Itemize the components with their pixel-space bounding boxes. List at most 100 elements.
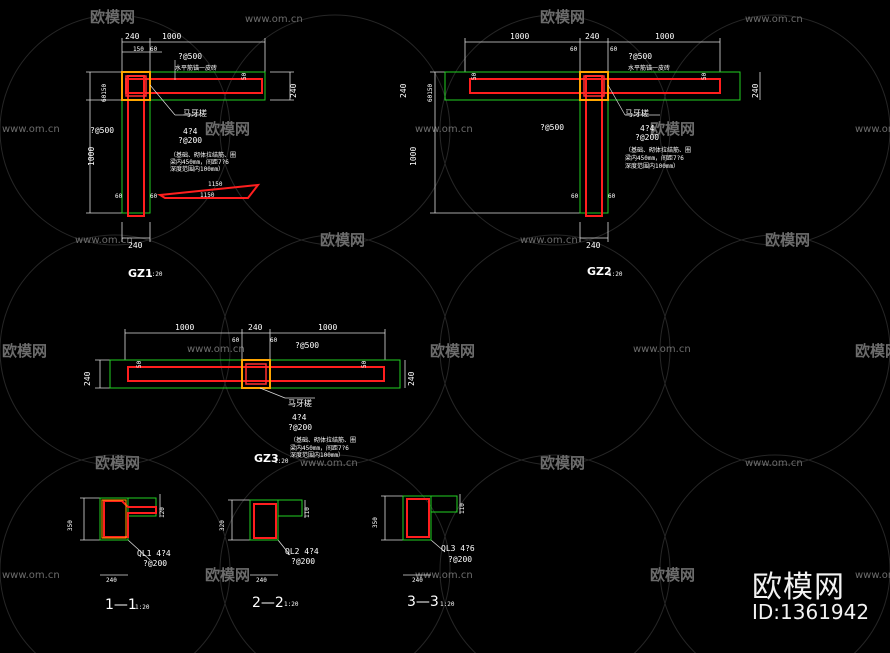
gz1-note1: （基础、砌体拉结筋、圈 — [170, 151, 236, 159]
watermark-url: www.om.cn — [855, 570, 890, 581]
gz1-note3: 深度范围内100mm） — [170, 165, 224, 173]
gz1-title: GZ1 — [128, 267, 153, 280]
gz3-dim-60-a: 60 — [232, 337, 240, 344]
gz2-dim-60-d: 60 — [608, 193, 616, 200]
gz1-side-500: ?@500 — [90, 126, 114, 135]
gz3-note2: 梁内450mm，间距7?6 — [290, 444, 349, 452]
corner-brand-logo: 欧模网 — [752, 570, 845, 605]
gz2-dim-240: 240 — [585, 32, 600, 41]
gz1-dim-240-r: 240 — [289, 83, 298, 98]
gz1-dim-240: 240 — [125, 32, 140, 41]
watermark-brand: 欧模网 — [95, 454, 140, 472]
gz1-detail: 1000 240 150 60 ?@500 水平筋锚一皮砖 马牙槎 4?4 ?@… — [86, 32, 298, 280]
gz2-dim-60150: 60150 — [427, 84, 434, 102]
gz3-note3: 深度范围内100mm） — [290, 451, 344, 459]
gz2-title: GZ2 — [587, 265, 612, 278]
gz3-dim-60-b: 60 — [270, 337, 278, 344]
gz2-dim-240-r: 240 — [751, 83, 760, 98]
watermark-url: www.om.cn — [415, 570, 473, 581]
gz3-dim-1000-b: 1000 — [318, 323, 337, 332]
gz3-title: GZ3 — [254, 452, 279, 465]
watermark-brand: 欧模网 — [540, 8, 585, 26]
watermark-brand: 欧模网 — [650, 566, 695, 584]
ql2-stirrup: ?@200 — [291, 557, 315, 566]
gz1-dim-60-a: 60 — [115, 193, 123, 200]
gz3-detail: 1000 240 1000 60 60 ?@500 马牙槎 4?4 ?@200 … — [83, 323, 416, 465]
ql3-label: QL3 4?6 — [441, 544, 475, 553]
gz3-dim-240-l: 240 — [83, 371, 92, 386]
gz3-horse-tooth: 马牙槎 — [288, 398, 312, 408]
watermark-brand: 欧模网 — [90, 8, 135, 26]
gz1-dim-150: 150 — [133, 46, 144, 53]
watermark-brand: 欧模网 — [765, 231, 810, 249]
watermark-url: www.om.cn — [2, 124, 60, 135]
gz1-fence-note: 水平筋锚一皮砖 — [175, 64, 217, 72]
gz2-fence-note: 水平筋锚一皮砖 — [628, 64, 670, 72]
s1-dim-240: 240 — [106, 577, 117, 584]
s1-dim-350: 350 — [67, 520, 74, 531]
s3-scale: 1:20 — [440, 601, 455, 608]
ql3-stirrup: ?@200 — [448, 555, 472, 564]
s3-title: 3—3 — [407, 594, 439, 610]
gz2-spacing-500: ?@500 — [628, 52, 652, 61]
watermark-url: www.om.cn — [245, 14, 303, 25]
watermark-url: www.om.cn — [2, 570, 60, 581]
watermark-url: www.om.cn — [633, 344, 691, 355]
s1-dim-120: 120 — [159, 507, 166, 518]
gz2-dim-50-a: 50 — [471, 72, 478, 80]
gz1-scale: 1:20 — [148, 271, 163, 278]
gz1-horse-tooth: 马牙槎 — [183, 108, 207, 118]
watermark-brand: 欧模网 — [2, 342, 47, 360]
gz1-spacing-500: ?@500 — [178, 52, 202, 61]
gz2-side-500: ?@500 — [540, 123, 564, 132]
gz1-dim-1000-v: 1000 — [87, 147, 96, 166]
watermark-brand: 欧模网 — [855, 342, 890, 360]
section-3-3: 350 110 240 QL3 4?6 ?@200 3—3 1:20 — [372, 494, 475, 610]
watermark-brand: 欧模网 — [205, 566, 250, 584]
watermark-url: www.om.cn — [520, 235, 578, 246]
gz2-note1: （基础、砌体拉结筋、圈 — [625, 146, 691, 154]
gz2-note2: 梁内450mm，间距7?6 — [625, 154, 684, 162]
gz2-dim-60-a: 60 — [570, 46, 578, 53]
watermark-url: www.om.cn — [75, 235, 133, 246]
gz1-dim-60150: 60150 — [101, 84, 108, 102]
gz1-dim-240-bottom: 240 — [128, 241, 143, 250]
gz1-stirrup: ?@200 — [178, 136, 202, 145]
gz3-dim-1000-a: 1000 — [175, 323, 194, 332]
watermark-url: www.om.cn — [300, 458, 358, 469]
gz1-dim-1150: 1150 — [208, 181, 223, 188]
gz3-scale: 1:20 — [274, 458, 289, 465]
gz1-dim-60: 60 — [150, 46, 158, 53]
watermark-url: www.om.cn — [855, 124, 890, 135]
gz1-note2: 梁内450mm，间距7?6 — [170, 158, 229, 166]
watermark-brand: 欧模网 — [650, 120, 695, 138]
gz3-dim-50-b: 50 — [361, 360, 368, 368]
gz2-dim-240-bottom: 240 — [586, 241, 601, 250]
gz1-dim-1150b: 1150 — [200, 192, 215, 199]
s3-dim-350: 350 — [372, 517, 379, 528]
corner-id-label: ID:1361942 — [752, 600, 870, 624]
gz2-dim-50-b: 50 — [701, 72, 708, 80]
gz2-horse-tooth: 马牙槎 — [625, 108, 649, 118]
gz1-rebar-4: 4?4 — [183, 127, 198, 136]
s2-dim-320: 320 — [219, 520, 226, 531]
s2-dim-240: 240 — [256, 577, 267, 584]
gz1-dim-1000: 1000 — [162, 32, 181, 41]
section-1-1: 350 120 240 QL1 4?4 ?@200 1—1 1:20 — [67, 494, 171, 613]
watermark-url: www.om.cn — [415, 124, 473, 135]
gz3-dim-240-r: 240 — [407, 371, 416, 386]
gz2-dim-240-l: 240 — [399, 83, 408, 98]
s1-title: 1—1 — [105, 597, 137, 613]
ql1-label: QL1 4?4 — [137, 549, 171, 558]
gz3-dim-50-a: 50 — [136, 360, 143, 368]
gz2-dim-60-c: 60 — [571, 193, 579, 200]
gz3-rebar-4: 4?4 — [292, 413, 307, 422]
watermark-brand: 欧模网 — [205, 120, 250, 138]
gz2-stirrup: ?@200 — [635, 133, 659, 142]
gz2-scale: 1:20 — [608, 271, 623, 278]
s3-dim-110: 110 — [459, 503, 466, 514]
gz3-dim-240: 240 — [248, 323, 263, 332]
watermark-brand: 欧模网 — [320, 231, 365, 249]
gz2-rebar-4: 4?4 — [640, 124, 655, 133]
